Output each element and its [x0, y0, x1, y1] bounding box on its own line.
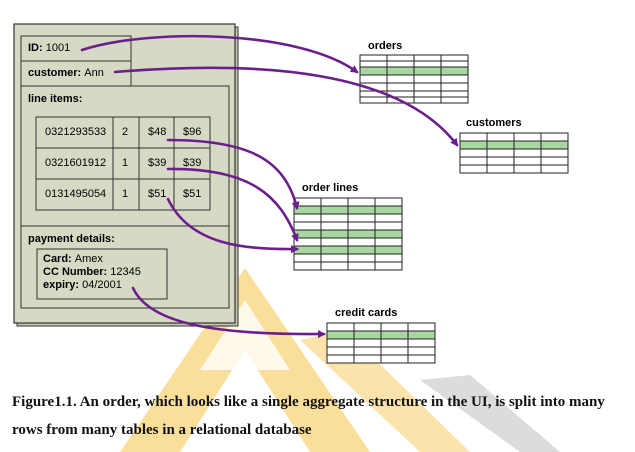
card-value: Amex [74, 253, 103, 265]
line-item-qty: 1 [122, 188, 129, 200]
arrow-line2-to-order-lines [166, 167, 299, 242]
figure-caption: Figure1.1. An order, which looks like a … [12, 394, 605, 438]
arrow-customer-to-customers [113, 66, 459, 147]
order-id-label: ID: 1001 [28, 42, 71, 54]
customer-value: Ann [84, 67, 104, 79]
credit-cards-table-title: credit cards [335, 307, 398, 319]
line-item-qty: 1 [122, 157, 129, 169]
line-item-qty: 2 [122, 126, 129, 138]
line-item-isbn: 0321293533 [45, 126, 107, 138]
line-item-total: $51 [183, 188, 202, 200]
card-label: Card: Amex [43, 253, 103, 265]
cc-number-label: CC Number: 12345 [43, 266, 141, 278]
line-item-total: $39 [183, 157, 202, 169]
orders-table-title: orders [368, 40, 403, 52]
payment-details-label: payment details: [28, 233, 115, 245]
expiry-value: 04/2001 [82, 279, 122, 291]
credit-cards-table [326, 322, 436, 364]
cc-number-value: 12345 [110, 266, 141, 278]
customers-table [459, 132, 569, 174]
line-item-price: $39 [148, 157, 167, 169]
line-item-isbn: 0321601912 [45, 157, 107, 169]
line-items-label: line items: [28, 93, 83, 105]
customers-table-title: customers [466, 117, 522, 129]
arrow-id-to-orders [80, 34, 359, 74]
orders-table [359, 54, 469, 104]
arrow-line3-to-order-lines [166, 197, 299, 254]
mapping-arrows [80, 34, 459, 339]
line-item-isbn: 0131495054 [45, 188, 107, 200]
customer-label: customer: Ann [28, 67, 104, 79]
arrow-line1-to-order-lines [166, 138, 300, 210]
order-form-panel [13, 23, 239, 327]
arrow-payment-to-credit-cards [131, 286, 326, 339]
line-items-grid [35, 116, 211, 211]
line-item-price: $51 [148, 188, 167, 200]
order-lines-table-title: order lines [302, 182, 359, 194]
expiry-label: expiry: 04/2001 [43, 279, 122, 291]
order-lines-table [293, 197, 403, 271]
order-id-value: 1001 [45, 42, 71, 54]
line-item-price: $48 [148, 126, 167, 138]
line-item-total: $96 [183, 126, 202, 138]
